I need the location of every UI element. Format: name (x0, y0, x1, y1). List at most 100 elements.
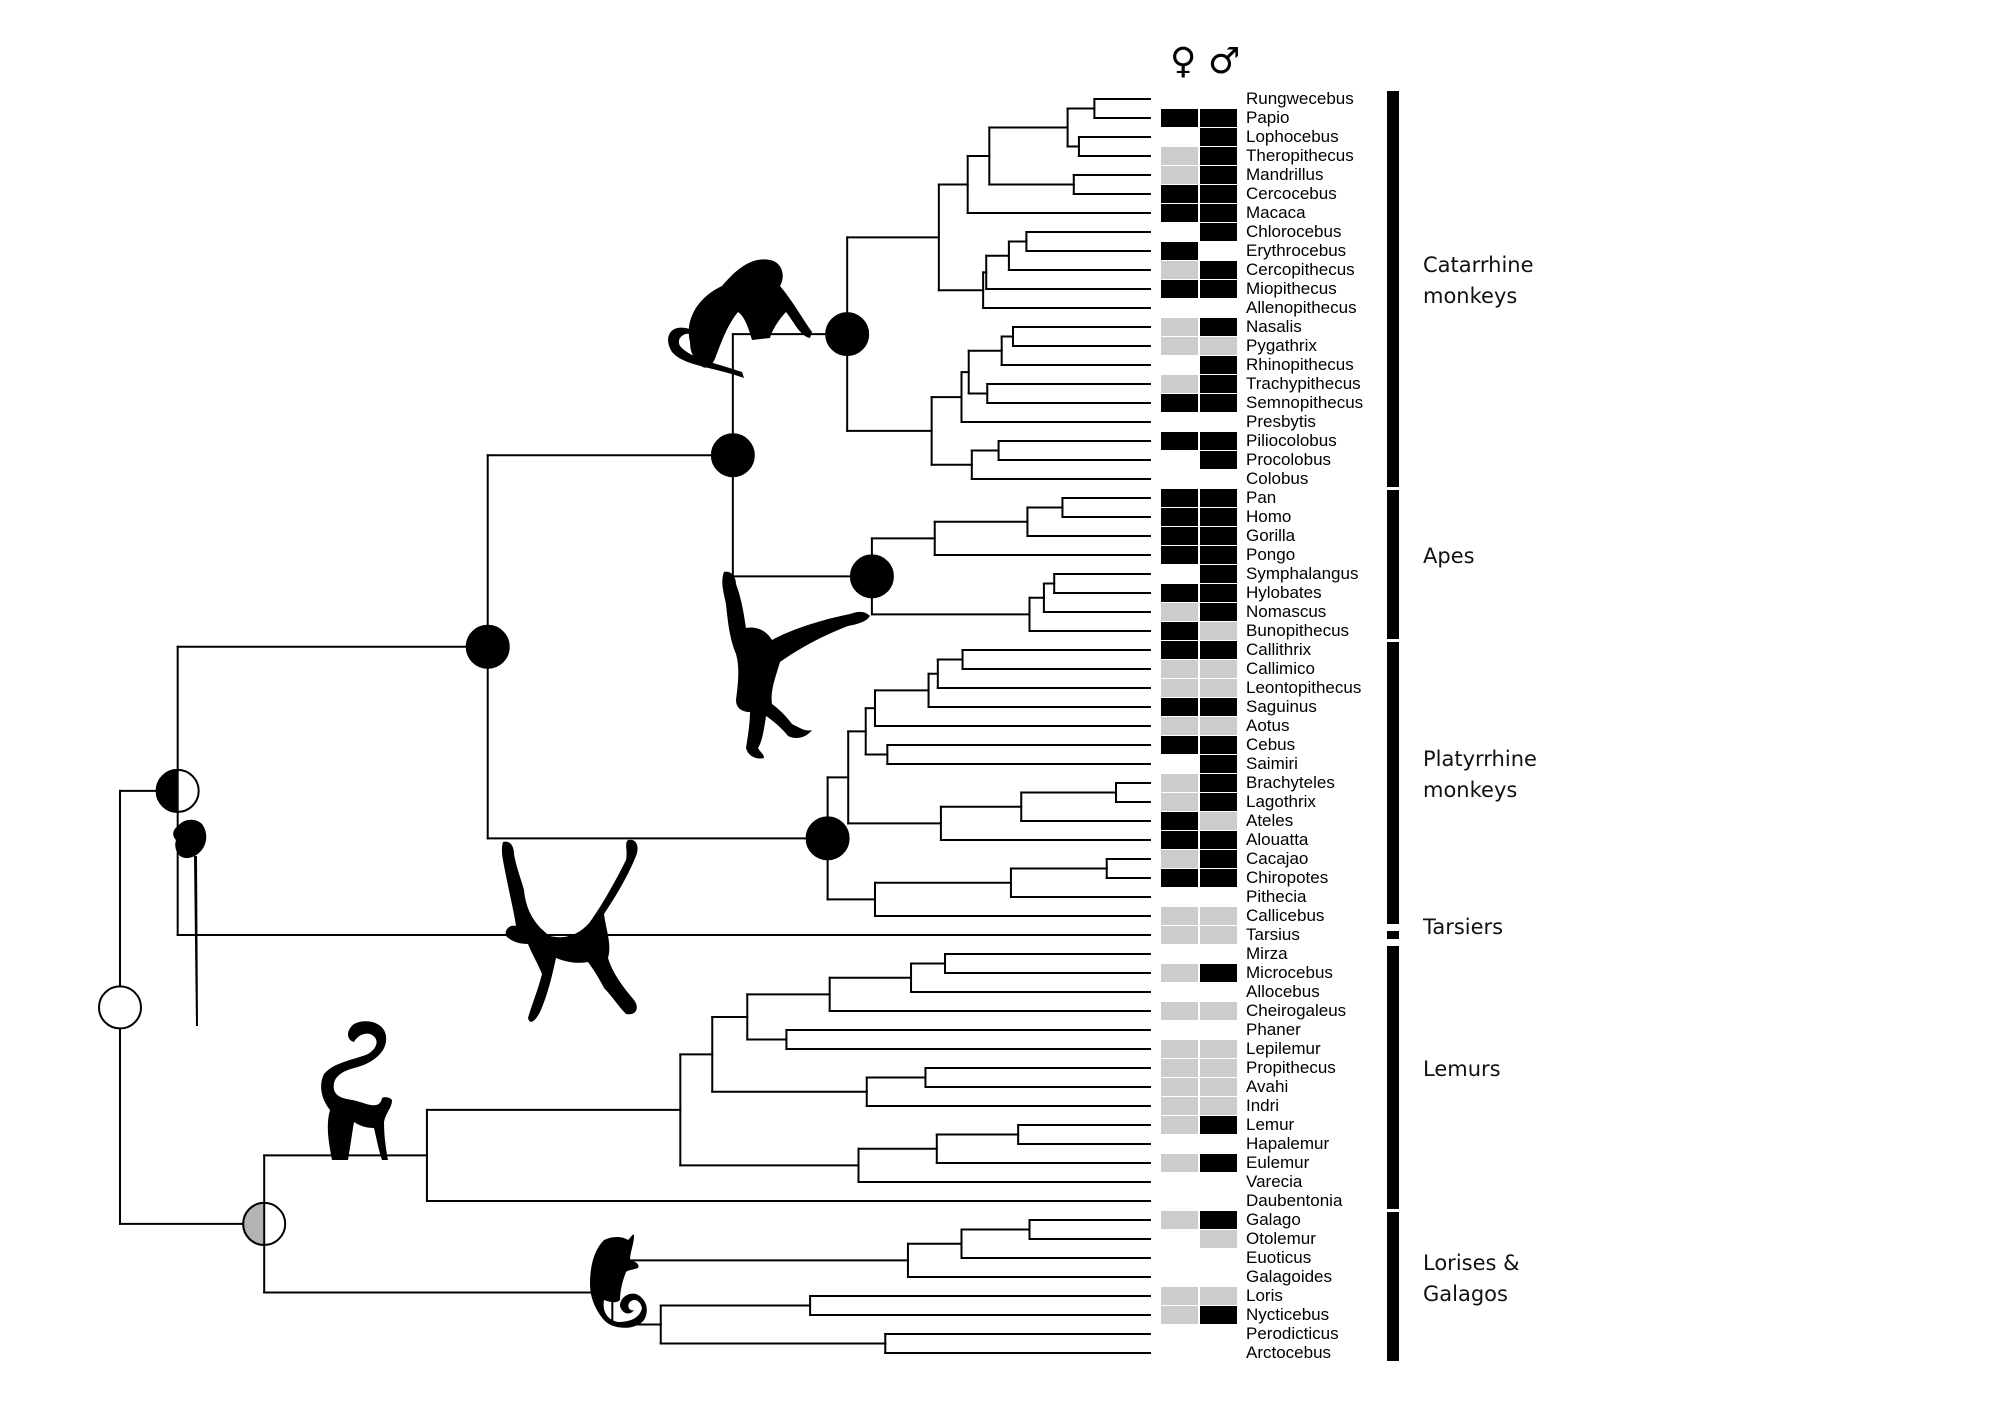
female-trait-cell (1161, 926, 1198, 944)
female-trait-cell (1161, 508, 1198, 526)
female-trait-cell (1161, 660, 1198, 678)
taxon-label: Erythrocebus (1246, 241, 1347, 260)
taxon-label: Chiropotes (1246, 868, 1329, 887)
clade-label: Tarsiers (1423, 914, 1504, 939)
female-trait-cell (1161, 109, 1198, 127)
clade-bar (1387, 931, 1399, 939)
male-trait-cell (1200, 584, 1237, 602)
male-trait-cell (1200, 1230, 1237, 1248)
ancestral-state-marker-white (98, 985, 142, 1030)
lemur-silhouette-icon (321, 1021, 392, 1160)
ancestral-state-marker-half-gray (242, 1201, 287, 1246)
taxon-label: Cacajao (1246, 849, 1309, 868)
taxon-label: Pithecia (1246, 887, 1307, 906)
taxon-label: Brachyteles (1246, 773, 1335, 792)
taxon-label: Cheirogaleus (1246, 1001, 1347, 1020)
node-markers (98, 312, 894, 1246)
spider-monkey-silhouette-icon (501, 839, 638, 1022)
taxon-label: Varecia (1246, 1172, 1303, 1191)
gibbon-silhouette-icon (722, 571, 870, 759)
male-trait-cell (1200, 166, 1237, 184)
clade-label: monkeys (1423, 284, 1518, 308)
female-trait-cell (1161, 641, 1198, 659)
taxon-label: Miopithecus (1246, 279, 1337, 298)
taxon-label: Macaca (1246, 203, 1306, 222)
clade-label: Lemurs (1423, 1057, 1501, 1081)
tarsier-silhouette-icon (173, 819, 207, 1026)
taxon-label: Chlorocebus (1246, 222, 1342, 241)
female-trait-cell (1161, 584, 1198, 602)
male-trait-cell (1200, 508, 1237, 526)
female-trait-cell (1161, 736, 1198, 754)
male-trait-cell (1200, 261, 1237, 279)
male-trait-cell (1200, 1059, 1237, 1077)
female-trait-cell (1161, 280, 1198, 298)
clade-label: Catarrhine (1423, 253, 1534, 277)
clade-bar (1387, 642, 1399, 924)
female-trait-cell (1161, 1078, 1198, 1096)
male-trait-cell (1200, 926, 1237, 944)
female-trait-cell (1161, 1097, 1198, 1115)
taxon-label: Rungwecebus (1246, 89, 1354, 108)
male-trait-cell (1200, 280, 1237, 298)
female-trait-cell (1161, 337, 1198, 355)
tree-branches (119, 98, 1151, 1354)
male-trait-cell (1200, 185, 1237, 203)
female-trait-cell (1161, 318, 1198, 336)
male-trait-cell (1200, 774, 1237, 792)
male-trait-cell (1200, 1002, 1237, 1020)
male-trait-cell (1200, 850, 1237, 868)
taxon-label: Presbytis (1246, 412, 1316, 431)
taxon-label: Callithrix (1246, 640, 1312, 659)
taxon-label: Piliocolobus (1246, 431, 1337, 450)
clade-label: Galagos (1423, 1281, 1508, 1306)
male-trait-cell (1200, 1097, 1237, 1115)
female-trait-cell (1161, 147, 1198, 165)
male-trait-cell (1200, 1040, 1237, 1058)
male-trait-cell (1200, 1116, 1237, 1134)
taxon-label: Saguinus (1246, 697, 1317, 716)
taxon-label: Leontopithecus (1246, 678, 1362, 697)
male-trait-cell (1200, 660, 1237, 678)
taxon-label: Symphalangus (1246, 564, 1359, 583)
male-trait-cell (1200, 394, 1237, 412)
female-trait-cell (1161, 242, 1198, 260)
taxon-label: Pongo (1246, 545, 1296, 564)
taxon-label: Aotus (1246, 716, 1290, 735)
male-trait-cell (1200, 622, 1237, 640)
male-trait-cell (1200, 1287, 1237, 1305)
clade-label: Lorises & (1423, 1250, 1520, 1275)
male-trait-cell (1200, 831, 1237, 849)
taxon-label: Nycticebus (1246, 1305, 1330, 1324)
ancestral-state-marker-black (465, 624, 510, 669)
taxon-label: Colobus (1246, 469, 1309, 488)
male-trait-cell (1200, 755, 1237, 773)
male-trait-cell (1200, 1154, 1237, 1172)
female-trait-cell (1161, 166, 1198, 184)
taxon-label: Procolobus (1246, 450, 1332, 469)
taxon-label: Gorilla (1246, 526, 1296, 545)
taxon-label: Eulemur (1246, 1153, 1310, 1172)
female-trait-cell (1161, 1002, 1198, 1020)
taxon-label: Callicebus (1246, 906, 1325, 925)
clade-bar (1387, 490, 1399, 639)
female-trait-cell (1161, 489, 1198, 507)
taxon-label: Semnopithecus (1246, 393, 1364, 412)
taxon-label: Bunopithecus (1246, 621, 1350, 640)
taxon-label: Mirza (1246, 944, 1288, 963)
female-trait-cell (1161, 1211, 1198, 1229)
taxon-label: Arctocebus (1246, 1343, 1332, 1362)
taxon-label: Indri (1246, 1096, 1280, 1115)
female-trait-cell (1161, 603, 1198, 621)
animal-silhouettes (173, 259, 870, 1328)
galago-silhouette-icon (590, 1234, 647, 1328)
male-trait-cell (1200, 147, 1237, 165)
male-trait-cell (1200, 375, 1237, 393)
male-trait-cell (1200, 603, 1237, 621)
clade-bar (1387, 946, 1399, 1209)
male-trait-cell (1200, 128, 1237, 146)
female-trait-cell (1161, 774, 1198, 792)
male-trait-cell (1200, 869, 1237, 887)
macaque-silhouette-icon (668, 259, 812, 378)
